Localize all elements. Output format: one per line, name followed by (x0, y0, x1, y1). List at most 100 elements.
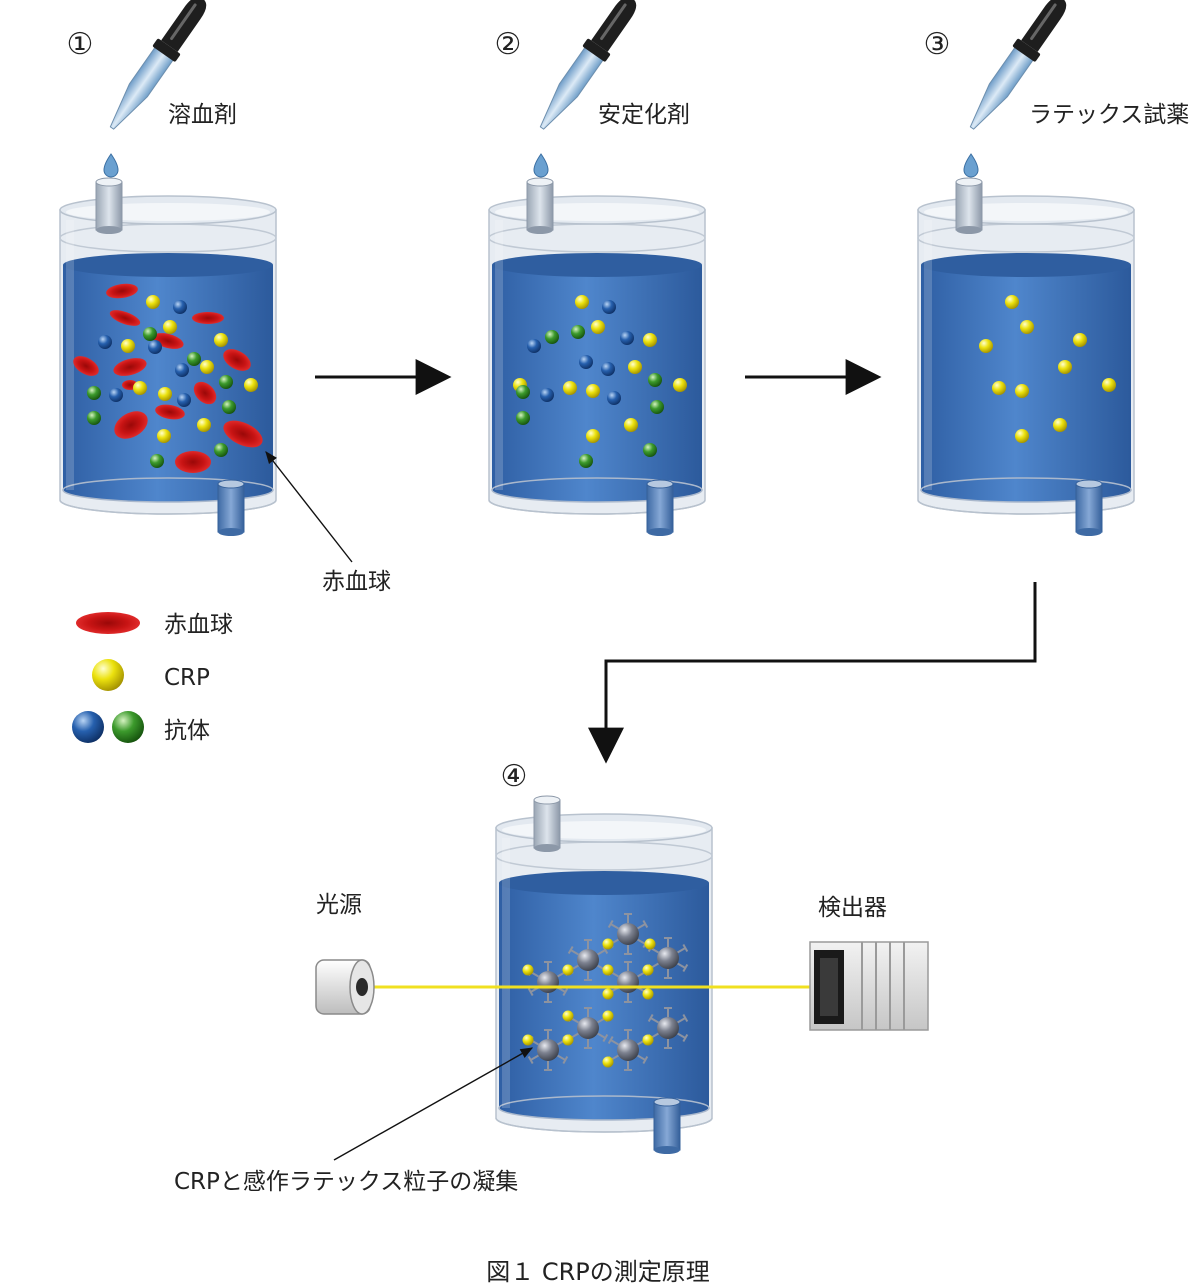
crp-sphere (522, 1034, 534, 1046)
latex-particle (657, 1017, 679, 1039)
crp-sphere (563, 381, 577, 395)
antibody-arm (642, 1056, 649, 1064)
crp-sphere (1102, 378, 1116, 392)
particles-step-2 (513, 295, 687, 468)
figure-caption: 図１ CRPの測定原理 (486, 1258, 710, 1284)
antibody-arm (557, 1054, 566, 1061)
red-blood-cell (113, 358, 147, 376)
antibody-green-sphere (87, 386, 101, 400)
antibody-blue-sphere (177, 393, 191, 407)
antibody-arm (677, 947, 686, 954)
crp-sphere (522, 964, 534, 976)
rbc-pointer-line (265, 451, 353, 563)
antibody-green-sphere (187, 352, 201, 366)
crp-sphere (1053, 418, 1067, 432)
legend: 赤血球 CRP 抗体 (72, 612, 233, 744)
antibody-arm (637, 938, 646, 945)
crp-sphere (602, 1056, 614, 1068)
rbc-pointer-label: 赤血球 (322, 569, 391, 595)
legend-label-crp: CRP (164, 665, 210, 691)
crp-sphere (562, 1010, 574, 1022)
detector-label: 検出器 (818, 895, 887, 921)
latex-particle (657, 947, 679, 969)
crp-sphere (979, 339, 993, 353)
antibody-blue-sphere (540, 388, 554, 402)
dropper-icon-1 (103, 0, 207, 178)
antibody-arm (597, 949, 606, 956)
step-1-reagent-label: 溶血剤 (168, 102, 237, 128)
green-sphere-icon (112, 711, 144, 743)
crp-sphere (575, 295, 589, 309)
antibody-green-sphere (516, 411, 530, 425)
crp-sphere (644, 938, 656, 950)
dropper-icon-3 (963, 0, 1067, 178)
light-source-label: 光源 (316, 892, 362, 918)
latex-particle (577, 1017, 599, 1039)
antibody-arm (637, 1054, 646, 1061)
red-blood-cell (155, 404, 185, 420)
antibody-blue-sphere (527, 339, 541, 353)
antibody-arm (682, 944, 689, 952)
antibody-arm (610, 923, 619, 930)
latex-particle (537, 1039, 559, 1061)
antibody-green-sphere (150, 454, 164, 468)
crp-sphere (642, 964, 654, 976)
antibody-green-sphere (579, 454, 593, 468)
crp-sphere (1073, 333, 1087, 347)
antibody-green-sphere (648, 373, 662, 387)
antibody-arm (562, 1056, 569, 1064)
step-4-number: ④ (501, 759, 528, 794)
droplet-icon (963, 153, 979, 178)
antibody-green-sphere (143, 327, 157, 341)
crp-sphere (642, 988, 654, 1000)
latex-particle (617, 971, 639, 993)
antibody-blue-sphere (148, 340, 162, 354)
particles-step-3 (979, 295, 1116, 443)
antibody-blue-sphere (601, 362, 615, 376)
container-step-3 (917, 177, 1135, 536)
crp-sphere (602, 1010, 614, 1022)
antibody-arm (677, 1017, 686, 1024)
particles-step-1 (73, 283, 263, 473)
antibody-arm (677, 1032, 686, 1039)
step-2-number: ② (495, 27, 522, 62)
red-blood-cell (109, 310, 141, 326)
step-3-reagent-label: ラテックス試薬 (1029, 102, 1189, 128)
crp-sphere (992, 381, 1006, 395)
aggregation-pointer-line (333, 1047, 534, 1161)
red-blood-cell (175, 451, 211, 473)
antibody-blue-sphere (602, 300, 616, 314)
antibody-arm (570, 949, 579, 956)
step-3-number: ③ (924, 27, 951, 62)
antibody-arm (607, 920, 614, 928)
crp-sphere (214, 333, 228, 347)
crp-sphere (586, 429, 600, 443)
antibody-arm (642, 920, 649, 928)
antibody-arm (677, 962, 686, 969)
detector-icon (809, 941, 929, 1031)
crp-sphere (158, 387, 172, 401)
crp-sphere (673, 378, 687, 392)
antibody-arm (597, 1032, 606, 1039)
crp-sphere (1020, 320, 1034, 334)
crp-sphere (200, 360, 214, 374)
crp-sphere (1005, 295, 1019, 309)
antibody-blue-sphere (620, 331, 634, 345)
antibody-arm (610, 1039, 619, 1046)
crp-sphere (1015, 429, 1029, 443)
crp-sphere (197, 418, 211, 432)
blue-sphere-icon (72, 711, 104, 743)
yellow-sphere-icon (92, 659, 124, 691)
crp-sphere (163, 320, 177, 334)
antibody-arm (530, 1054, 539, 1061)
red-blood-cell (192, 312, 224, 324)
crp-sphere (562, 1034, 574, 1046)
crp-sphere (624, 418, 638, 432)
droplet-icon (103, 153, 119, 178)
droplet-icon (533, 153, 549, 178)
antibody-green-sphere (222, 400, 236, 414)
crp-sphere (121, 339, 135, 353)
antibody-arm (647, 1014, 654, 1022)
antibody-blue-sphere (173, 300, 187, 314)
